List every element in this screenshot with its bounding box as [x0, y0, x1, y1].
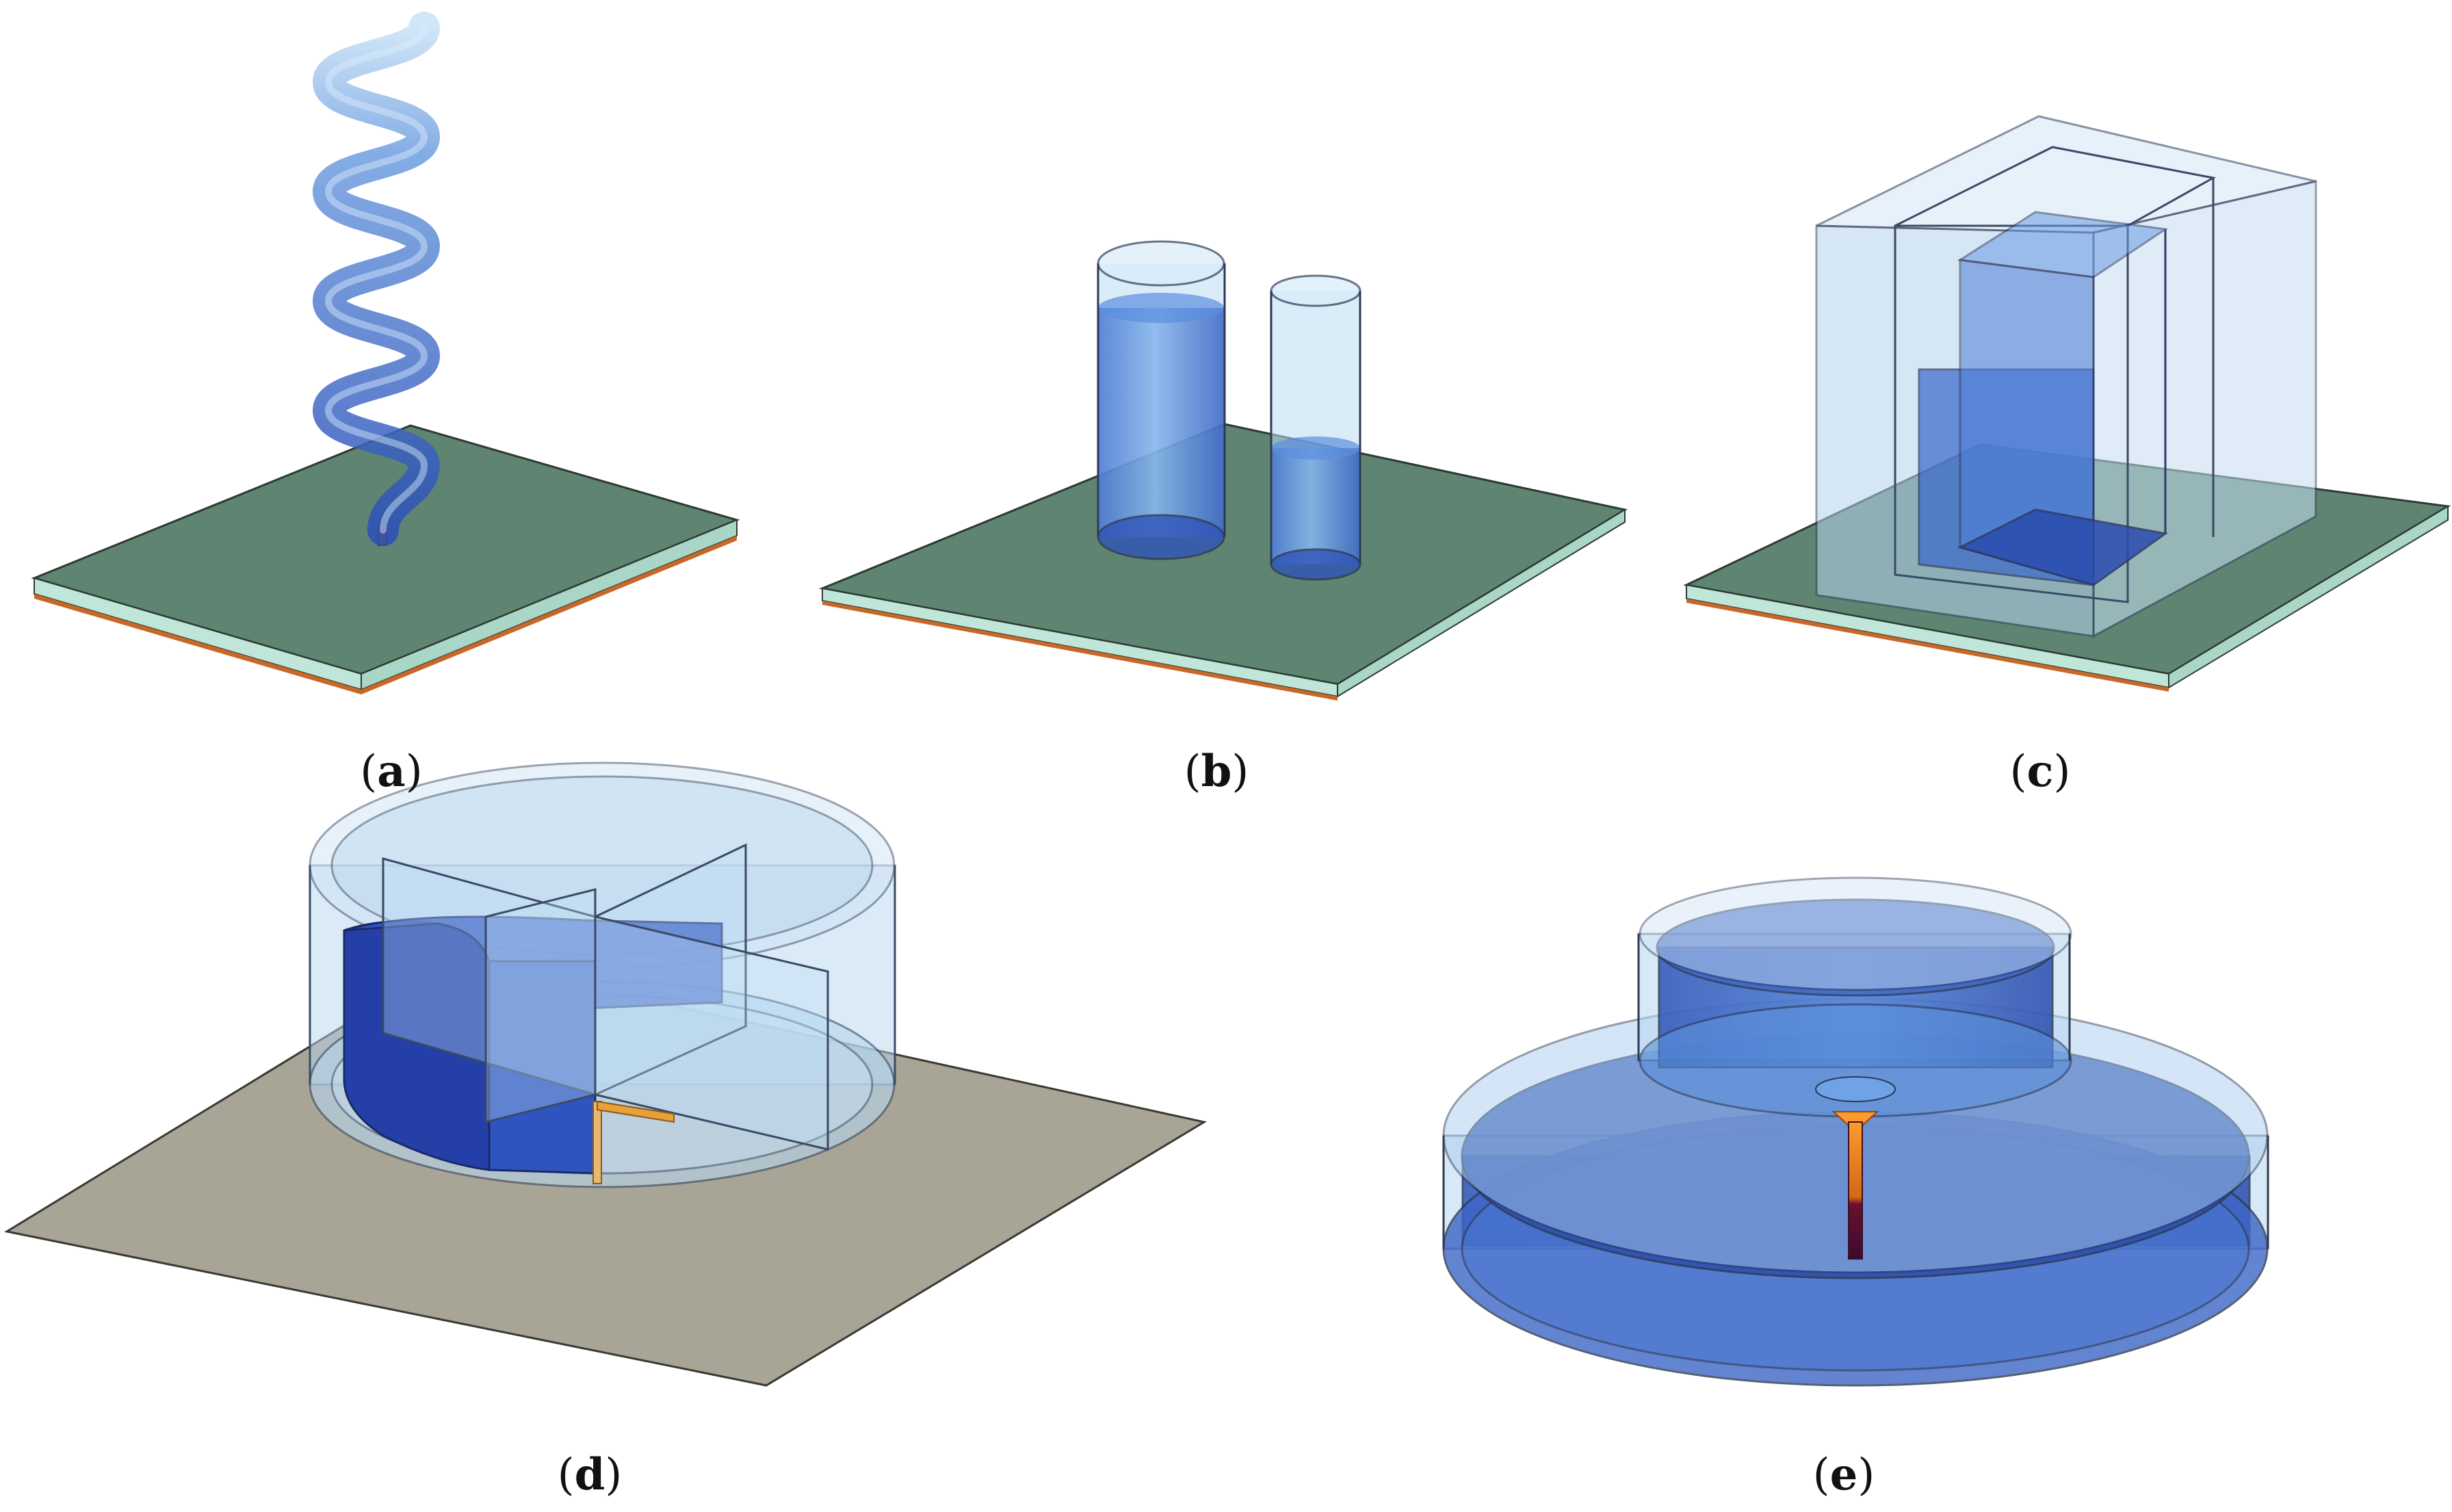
partition-walls-d	[382, 843, 829, 1151]
caption-b-letter: b	[1201, 746, 1232, 797]
caption-b: (b)	[1184, 746, 1249, 797]
tall-dielectric-cylinder	[1097, 240, 1226, 560]
caption-a: (a)	[360, 746, 423, 797]
substrate-b	[818, 423, 1628, 701]
panel-d-segmented-cylinder-antenna	[3, 761, 1208, 1387]
panel-a-helix-antenna	[31, 12, 740, 694]
caption-a-letter: a	[377, 746, 406, 797]
substrate-a	[31, 424, 740, 694]
caption-d: (d)	[557, 1449, 623, 1500]
helix-coil	[312, 12, 441, 546]
caption-e-letter: e	[1829, 1449, 1858, 1500]
caption-d-letter: d	[574, 1449, 605, 1500]
feed-probe-e	[1815, 1076, 1896, 1260]
caption-e: (e)	[1812, 1449, 1875, 1500]
caption-c: (c)	[2009, 746, 2071, 797]
feed-probe-d	[592, 1100, 675, 1184]
panel-c-nested-box-antenna	[1683, 115, 2451, 692]
caption-c-letter: c	[2026, 746, 2054, 797]
upper-cylinder-e	[1637, 876, 2072, 1118]
short-dielectric-cylinder	[1270, 274, 1361, 581]
inner-dielectric-block	[1918, 211, 2169, 586]
panel-e-stacked-cylinder-antenna	[1442, 876, 2269, 1387]
dielectric-sector-d	[343, 915, 723, 1175]
panel-b-cylinder-antenna	[818, 240, 1628, 701]
